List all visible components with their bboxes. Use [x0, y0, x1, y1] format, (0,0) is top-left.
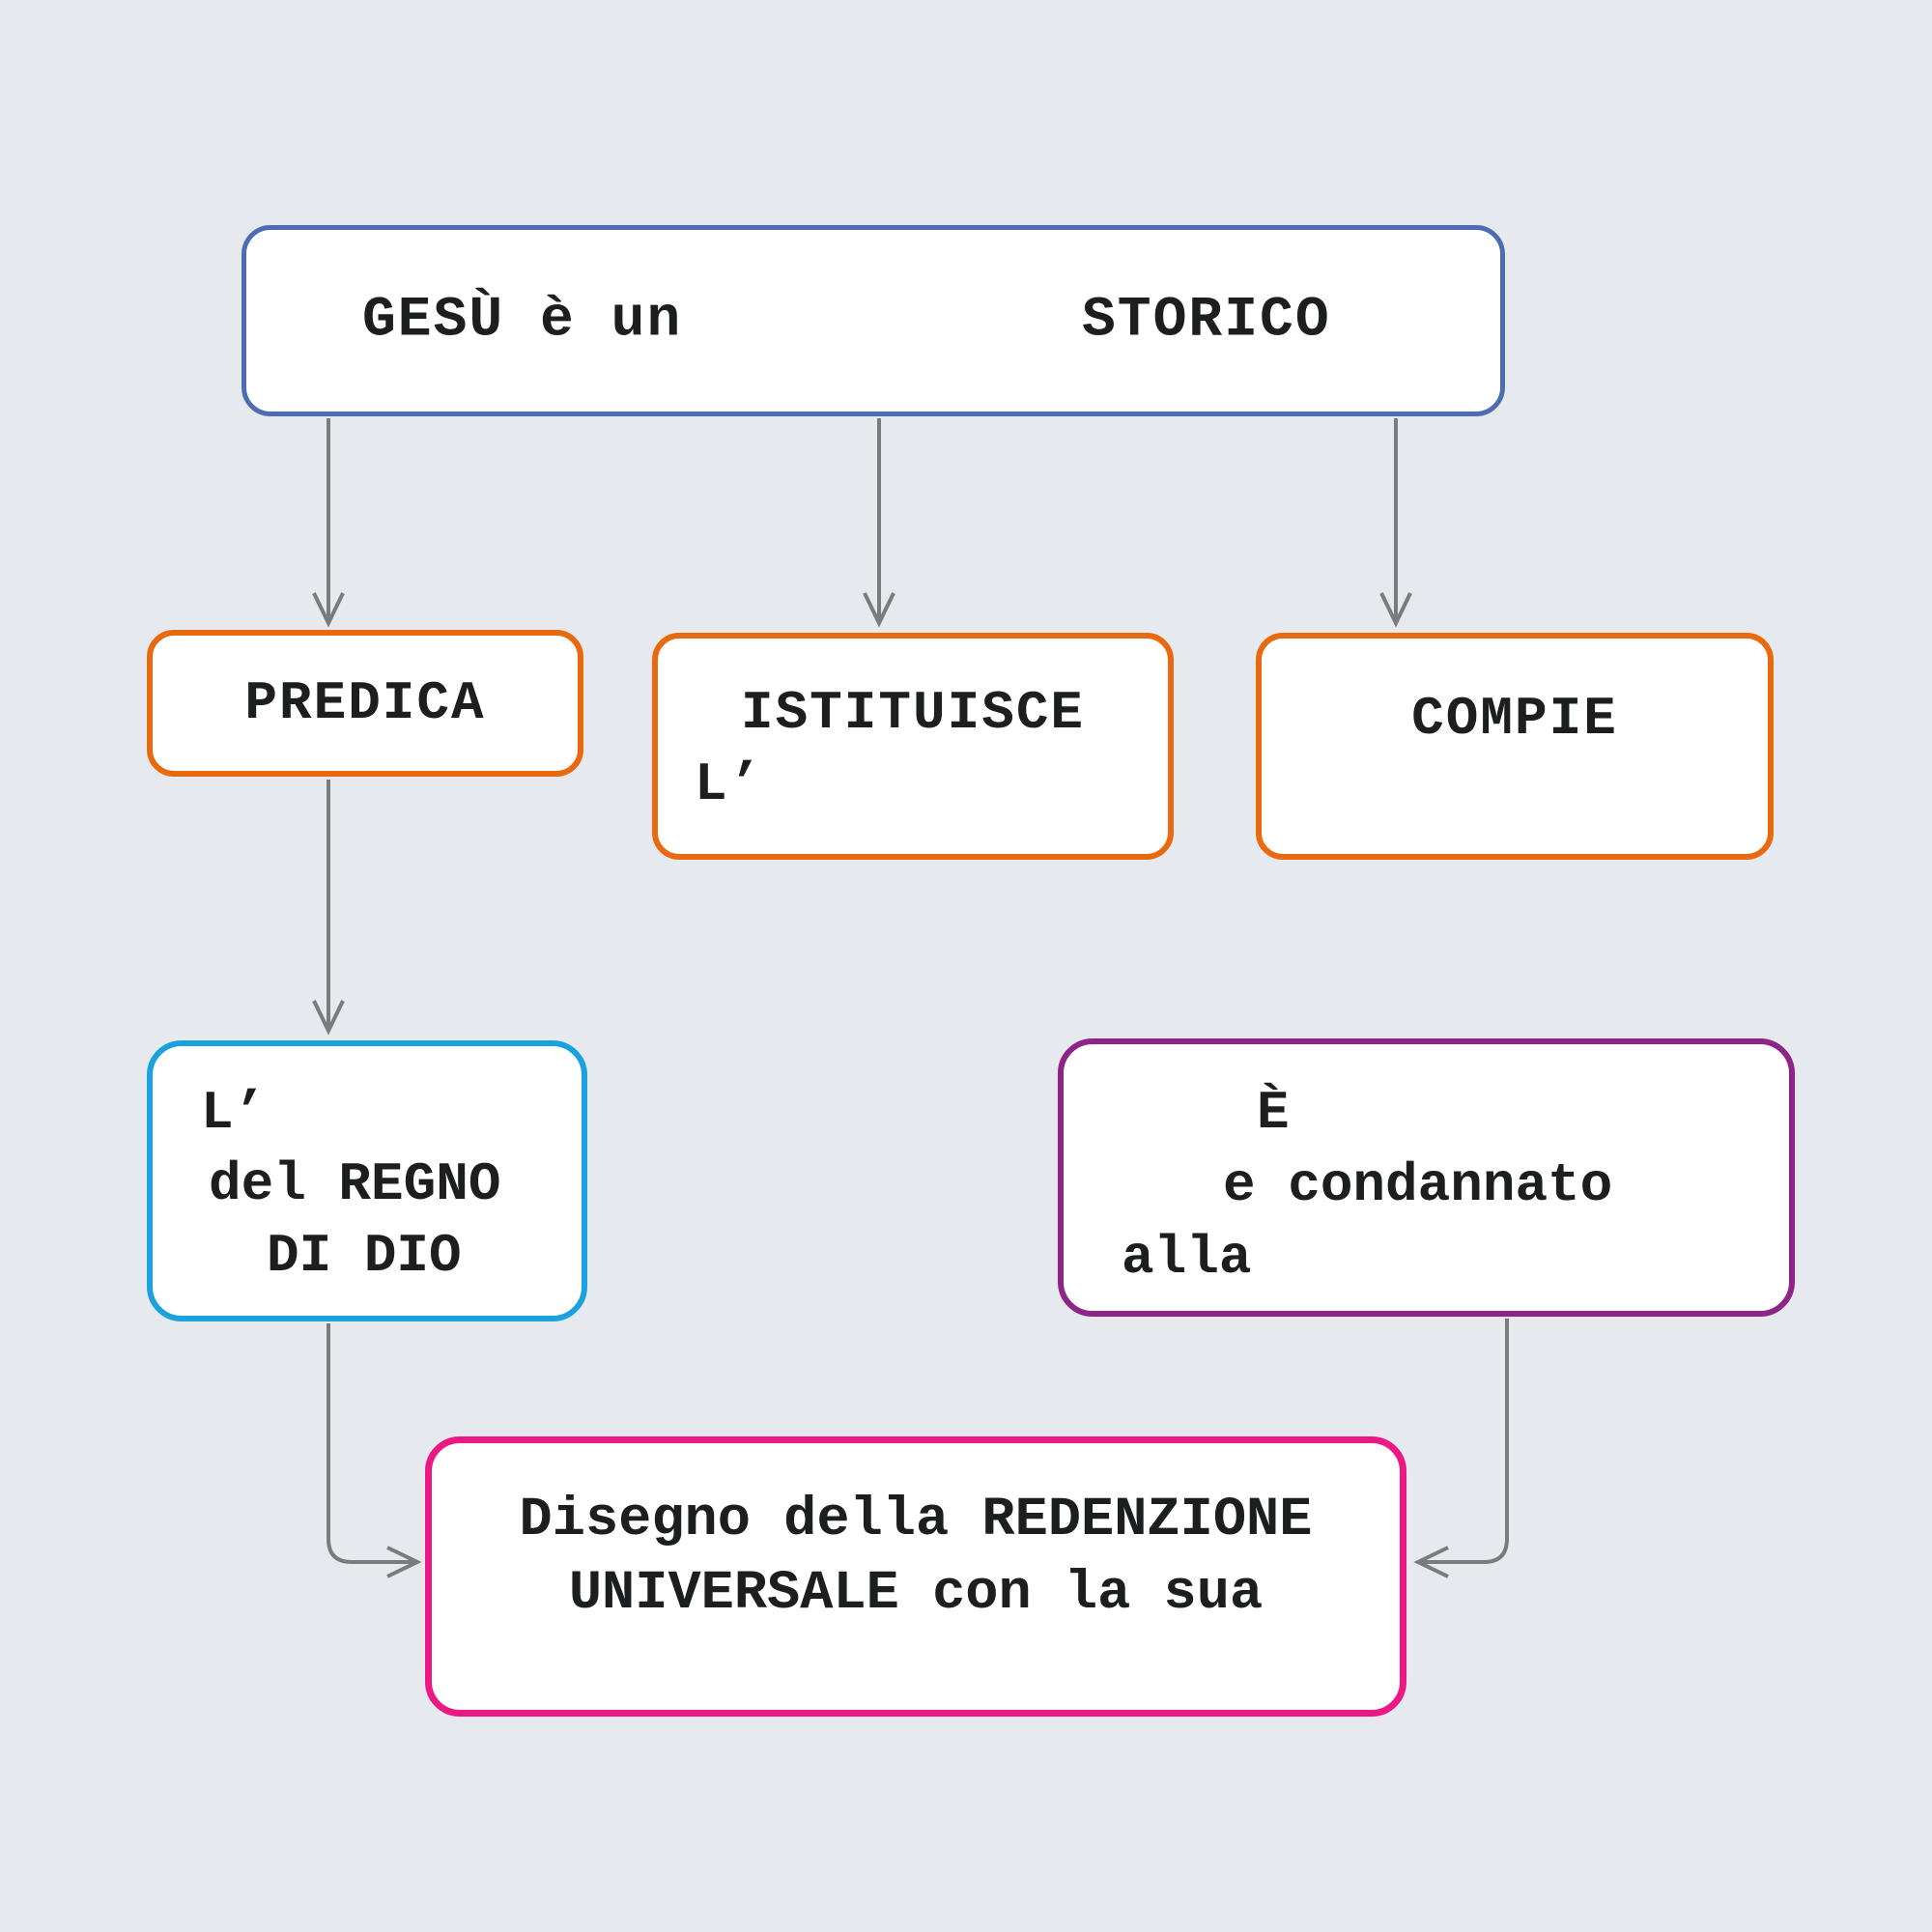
regno-line1: L’ [201, 1082, 267, 1144]
condanna-line2: e condannato [1223, 1154, 1613, 1216]
regno-line2: del REGNO [209, 1153, 501, 1215]
arrow-title-to-istituisce [863, 418, 895, 628]
compie-label: COMPIE [1411, 688, 1618, 750]
predica-box: PREDICA [147, 630, 583, 777]
redenzione-line2: UNIVERSALE con la sua [568, 1563, 1264, 1625]
arrow-predica-to-regno [312, 780, 345, 1036]
compie-box: COMPIE [1256, 633, 1774, 860]
istituisce-box: ISTITUISCE L’ [652, 633, 1174, 860]
condanna-box: È e condannato alla [1058, 1038, 1795, 1317]
regno-di-dio-box: L’ del REGNO DI DIO [147, 1040, 587, 1321]
arrow-condanna-to-redenzione [1413, 1319, 1509, 1578]
condanna-line3: alla [1122, 1227, 1252, 1289]
title-text-prefix: GESÙ è un [362, 289, 683, 353]
redenzione-line1: Disegno della REDENZIONE [519, 1490, 1313, 1551]
arrow-title-to-compie [1379, 418, 1412, 628]
regno-line3: DI DIO [267, 1225, 462, 1287]
istituisce-line1: ISTITUISCE [740, 682, 1086, 744]
arrow-title-to-predica [312, 418, 345, 628]
istituisce-line2: L’ [695, 753, 764, 815]
arrow-regno-to-redenzione [327, 1323, 422, 1578]
condanna-line1: È [1257, 1082, 1290, 1144]
title-box-gesu: GESÙ è un STORICO [242, 225, 1505, 416]
predica-label: PREDICA [244, 672, 486, 734]
redenzione-box: Disegno della REDENZIONE UNIVERSALE con … [425, 1436, 1406, 1717]
title-text-suffix: STORICO [1082, 289, 1331, 353]
